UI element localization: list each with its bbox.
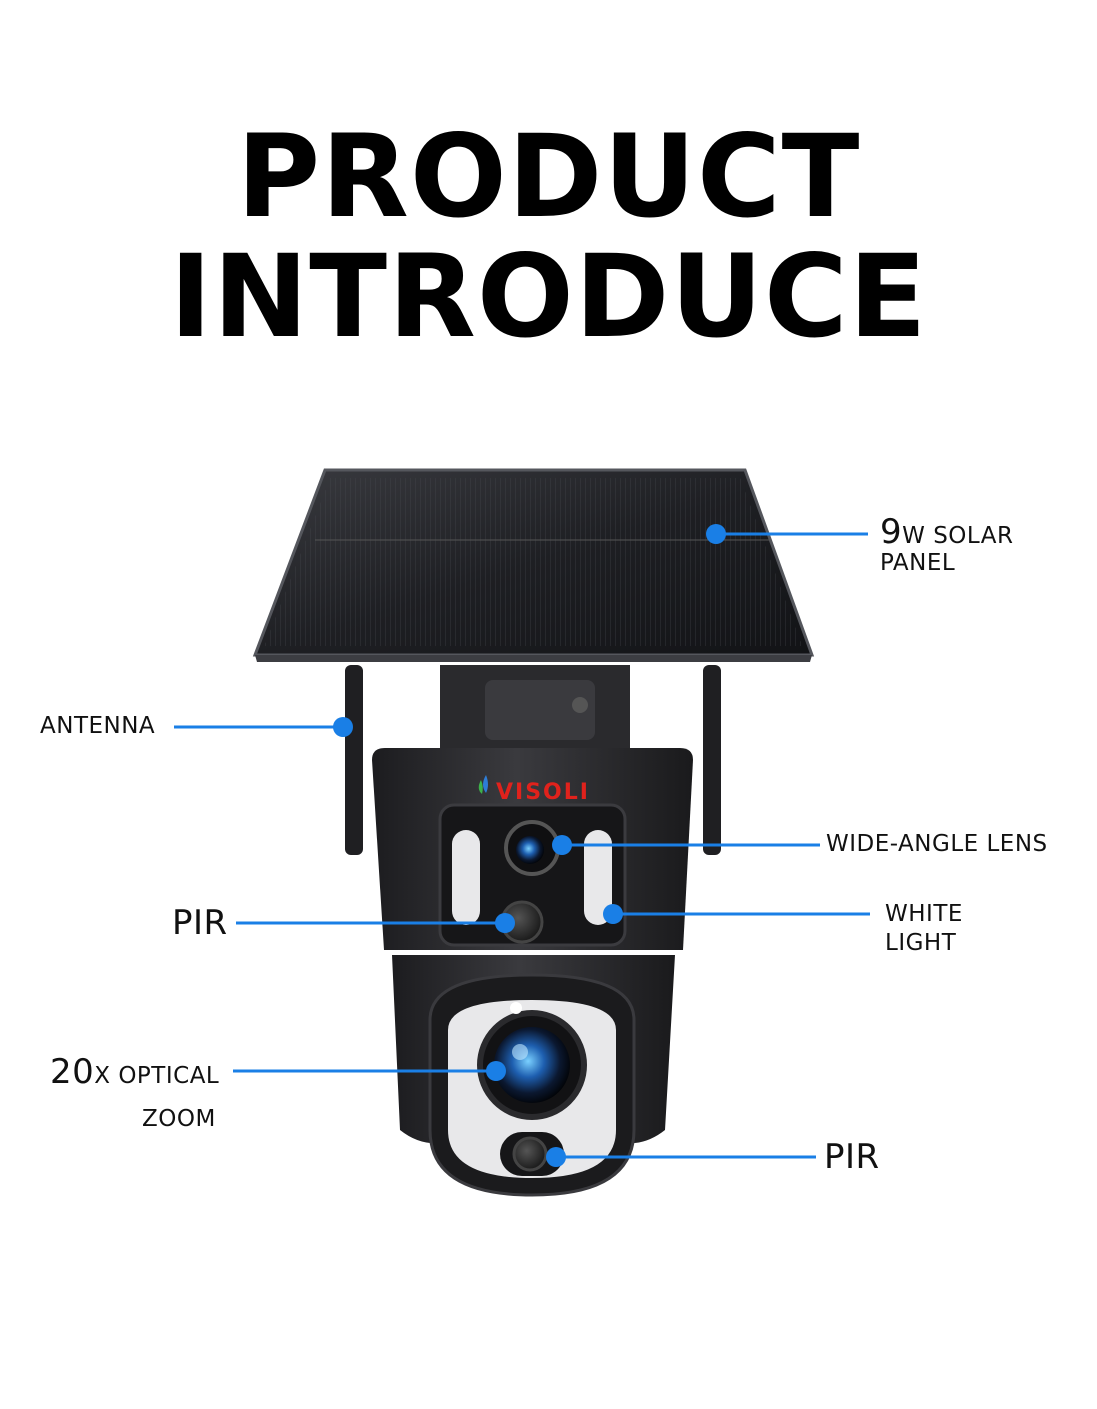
pir-upper-dot [495,913,515,933]
pir-lower-dot [546,1147,566,1167]
optical-zoom-label-line2: ZOOM [142,1106,216,1132]
antenna-dot [333,717,353,737]
wide-angle-lens-label: WIDE-ANGLE LENS [826,831,1048,857]
lower-housing [392,955,675,1197]
antenna-label: ANTENNA [40,713,156,739]
title-line-2: INTRODUCE [169,230,928,363]
zoom-dot [486,1061,506,1081]
white-light-label-line1: WHITE [885,901,963,927]
optical-zoom-label: 20X OPTICAL [50,1052,220,1092]
pir-lower-label: PIR [824,1137,880,1177]
white-light-dot [603,904,623,924]
solar-panel-dot [706,524,726,544]
pir-upper-label: PIR [172,903,228,943]
left-antenna [345,665,363,855]
wide-angle-dot [552,835,572,855]
solar-panel-label: 9W SOLAR [880,512,1014,552]
brand-name: VISOLI [496,780,590,805]
solar-panel-label-line2: PANEL [880,550,956,576]
callout-lines [174,524,870,1167]
title-line-1: PRODUCT [236,110,861,243]
right-antenna [703,665,721,855]
brand-logo: VISOLI [478,775,590,805]
upper-housing [372,748,693,950]
white-light-label-line2: LIGHT [885,930,957,956]
solar-panel [252,468,815,662]
